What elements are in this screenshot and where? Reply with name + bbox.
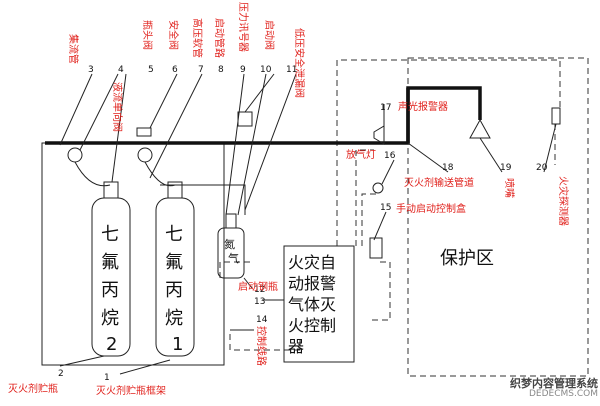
starter-valve [225, 213, 237, 229]
num-18: 18 [442, 163, 454, 173]
manual-box [369, 237, 383, 259]
release-lamp [372, 182, 384, 194]
cylinder-frame [41, 142, 225, 366]
num-9: 9 [240, 65, 246, 75]
leaders [59, 73, 557, 375]
num-14: 14 [256, 315, 268, 325]
controller-line-4: 火控制 [288, 316, 336, 335]
label-agent-pipe: 灭火剂输送管道 [404, 176, 474, 189]
cyl1-char-1: 七 [165, 224, 183, 245]
watermark-line-2: DEDECMS.COM [529, 389, 598, 399]
protection-zone-box [407, 57, 589, 377]
num-11: 11 [286, 65, 297, 75]
num-12: 12 [254, 285, 265, 295]
label-detector: 火灾探测器 [557, 176, 570, 226]
num-20: 20 [536, 163, 548, 173]
pressure-switch [237, 111, 253, 127]
controller-line-2: 动报警 [288, 274, 336, 293]
num-10: 10 [260, 65, 272, 75]
control-wire-lamp [361, 193, 378, 246]
control-wire-starter [219, 261, 250, 278]
label-starter: 启动钢瓶 [238, 280, 278, 293]
num-16: 16 [384, 151, 396, 161]
controller-line-1: 火灾自 [288, 253, 336, 272]
cylinder-1 [155, 197, 195, 357]
num-17: 17 [380, 103, 391, 113]
watermark: 织梦内容管理系统 DEDECMS.COM [482, 378, 598, 400]
starter-char-1: 氮 [224, 237, 235, 251]
label-frame: 灭火剂贮瓶框架 [96, 384, 166, 397]
controller-line-5: 器 [288, 337, 304, 356]
check-valve-1 [67, 147, 83, 163]
fire-detector [551, 107, 561, 125]
num-8: 8 [218, 65, 224, 75]
label-low-pressure-valve: 低压安全泄漏阀 [293, 28, 306, 98]
control-wire-bottom [229, 330, 301, 351]
control-wire-top [336, 59, 561, 246]
cyl2-char-3: 丙 [101, 280, 119, 301]
controller-line-3: 气体灭 [288, 295, 336, 314]
label-collector: 集流管 [67, 34, 80, 64]
cyl2-char-1: 七 [101, 224, 119, 245]
collector-pipe [45, 86, 482, 145]
cyl2-number: 2 [106, 334, 117, 355]
watermark-line-1: 织梦内容管理系统 [510, 377, 598, 390]
num-3: 3 [88, 65, 94, 75]
label-start-valve: 启动阀 [263, 20, 276, 50]
start-line [160, 184, 246, 215]
control-wire-manual [372, 261, 391, 321]
label-manual-box: 手动启动控制盒 [396, 202, 466, 215]
cylinder-2 [91, 197, 131, 357]
num-6: 6 [172, 65, 178, 75]
alarm-device [373, 125, 385, 145]
label-safety-valve: 安全阀 [167, 20, 180, 50]
controller-box [283, 245, 355, 363]
label-liquid-check-valve: 液流单向阀 [111, 82, 124, 132]
label-pressure-signal: 压力讯号器 [237, 2, 250, 52]
label-control-line: 控制线路 [255, 326, 268, 366]
nozzle [469, 118, 491, 139]
num-2: 2 [58, 369, 64, 379]
label-lamp: 放气灯 [346, 148, 376, 161]
cylinder-1-valve [167, 181, 183, 199]
num-13: 13 [254, 297, 265, 307]
cyl1-number: 1 [172, 334, 183, 355]
cylinder-2-valve [103, 181, 119, 199]
control-wire-alarm [355, 149, 374, 246]
label-agent-bottle: 灭火剂贮瓶 [8, 382, 58, 395]
label-high-hose: 高压软管 [191, 18, 204, 58]
label-nozzle: 喷嘴 [503, 178, 515, 198]
num-19: 19 [500, 163, 512, 173]
check-valve-2 [137, 147, 153, 163]
num-7: 7 [198, 65, 204, 75]
hose-1 [74, 161, 111, 187]
num-15: 15 [380, 203, 391, 213]
cyl1-char-2: 氟 [165, 252, 183, 273]
label-alarm: 声光报警器 [398, 100, 448, 113]
cyl1-char-3: 丙 [165, 280, 183, 301]
cyl1-char-4: 烷 [165, 308, 183, 329]
label-bottle-valve: 瓶头阀 [141, 20, 154, 50]
num-5: 5 [148, 65, 154, 75]
cyl2-char-2: 氟 [101, 252, 119, 273]
safety-valve [136, 127, 152, 137]
label-start-pipe: 启动管路 [213, 18, 226, 58]
num-1: 1 [104, 373, 110, 383]
starter-char-2: 气 [228, 251, 239, 265]
protection-zone-title: 保护区 [440, 248, 494, 269]
cyl2-char-4: 烷 [101, 308, 119, 329]
num-4: 4 [118, 65, 124, 75]
